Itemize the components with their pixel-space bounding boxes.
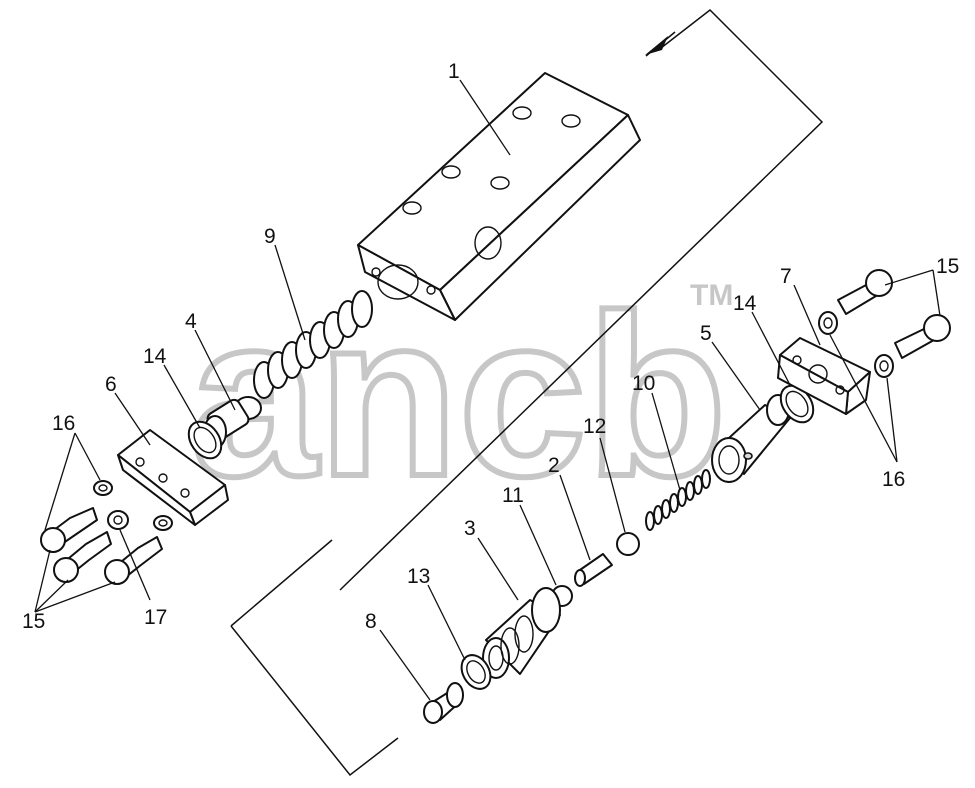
arrow-shaft xyxy=(645,31,676,57)
part-17-lock-washer xyxy=(107,510,129,530)
callout-1: 1 xyxy=(448,60,460,83)
callout-4: 4 xyxy=(185,310,197,333)
part-15-bolts-left xyxy=(40,507,163,585)
callout-labels: 1 9 4 14 6 16 15 17 8 13 3 11 2 12 10 5 … xyxy=(22,60,959,633)
callout-7: 7 xyxy=(780,265,792,288)
callout-3: 3 xyxy=(464,517,476,540)
callout-16-left: 16 xyxy=(52,412,75,435)
lower-bracket-link xyxy=(230,539,333,627)
part-16-washers-right xyxy=(818,311,894,378)
part-3-spool xyxy=(482,587,561,679)
part-1-valve-body xyxy=(357,72,641,321)
callout-9: 9 xyxy=(264,225,276,248)
assembly-frame xyxy=(230,9,824,777)
callout-11: 11 xyxy=(502,484,524,507)
callout-16-right: 16 xyxy=(882,468,905,491)
part-9-large-spring xyxy=(253,290,373,399)
part-8-plug xyxy=(423,682,464,724)
leader-lines xyxy=(34,79,941,701)
callout-10: 10 xyxy=(632,372,655,395)
part-10-small-spring xyxy=(645,469,711,531)
part-12-ball xyxy=(616,532,640,556)
part-2-screw xyxy=(574,553,613,587)
callout-15-right: 15 xyxy=(936,255,959,278)
part-14-o-ring-left xyxy=(187,420,223,460)
callout-5: 5 xyxy=(700,322,712,345)
callout-17: 17 xyxy=(144,606,167,629)
part-7-right-plate xyxy=(777,337,871,415)
callout-6: 6 xyxy=(105,373,117,396)
lower-bracket xyxy=(230,625,399,777)
callout-14-right: 14 xyxy=(733,292,757,315)
callout-15-left: 15 xyxy=(22,610,45,633)
watermark-tm: TM xyxy=(690,279,733,312)
part-15-bolts-right xyxy=(837,269,951,359)
callout-14-left: 14 xyxy=(143,345,167,368)
part-13-o-ring xyxy=(460,654,492,690)
part-16-washers-left xyxy=(93,480,173,531)
callout-8: 8 xyxy=(365,610,377,633)
callout-12: 12 xyxy=(583,415,606,438)
part-14-o-ring-right xyxy=(779,384,815,424)
callout-13: 13 xyxy=(407,565,430,588)
arrow-head xyxy=(645,36,668,55)
upper-bracket xyxy=(339,9,824,591)
callout-2: 2 xyxy=(548,454,560,477)
part-6-left-plate xyxy=(117,429,229,526)
